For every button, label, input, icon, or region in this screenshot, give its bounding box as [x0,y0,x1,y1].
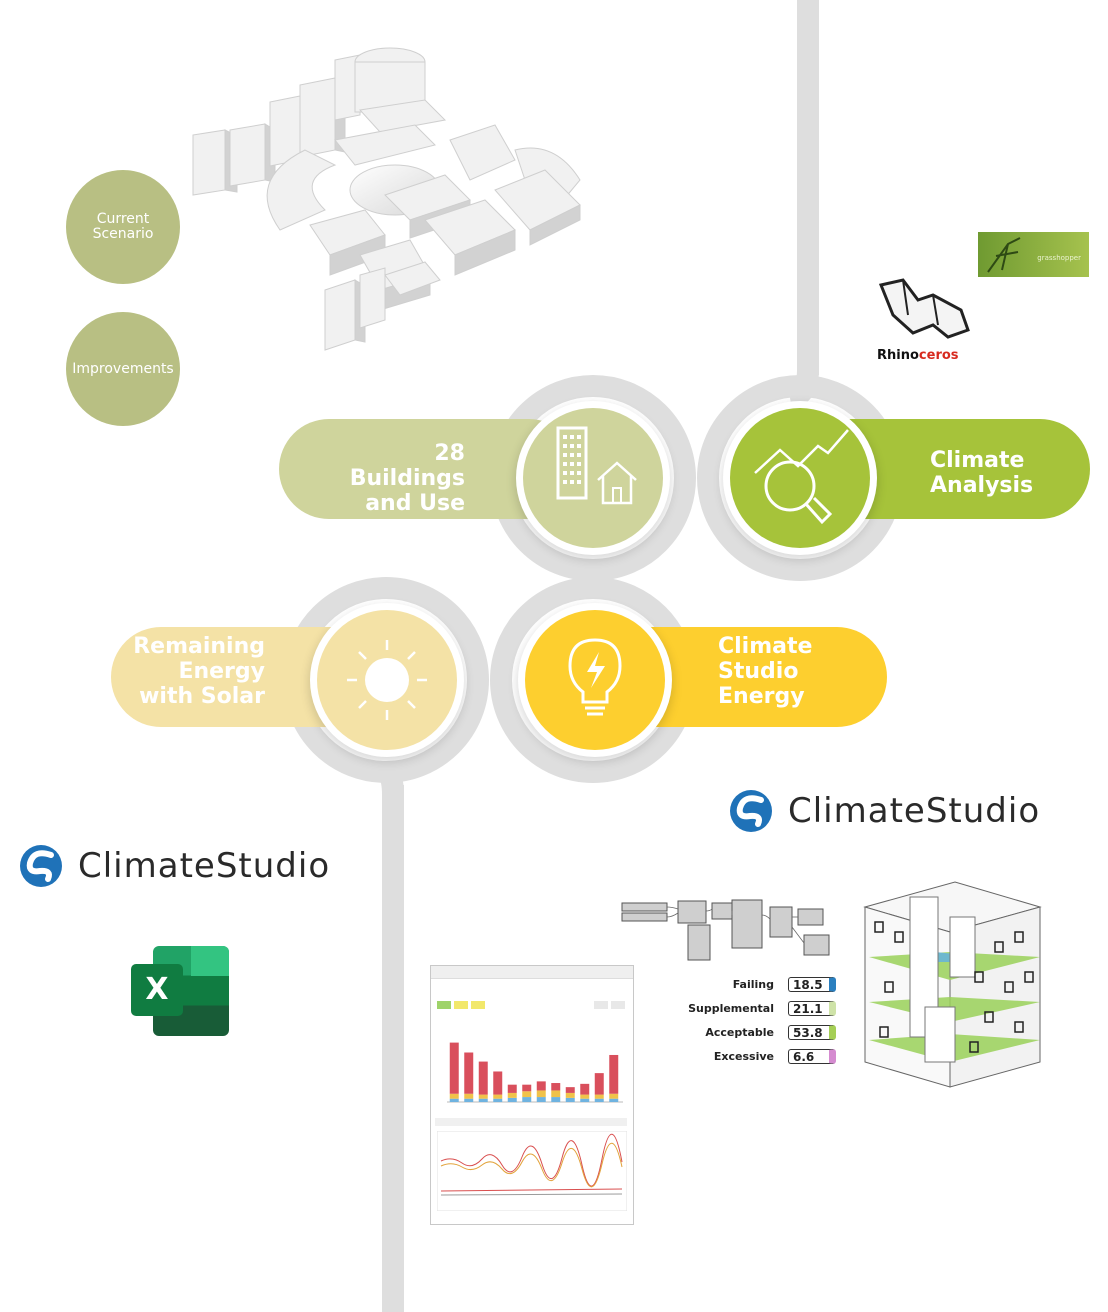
climatestudio-logo-top: ClimateStudio [728,788,1040,834]
legend-label: Excessive [713,1050,774,1063]
excel-logo: X [131,946,231,1036]
bar-jul-series-0 [536,1081,546,1091]
bar-aug-series-0 [551,1083,561,1091]
bar-oct-series-2 [580,1098,590,1102]
climatestudio-wordmark: ClimateStudio [788,791,1041,831]
legend-row: Failing 18.5 [664,977,836,992]
bar-dec-series-0 [609,1054,619,1094]
buildings-step-label: 28 Buildings and Use [349,441,465,516]
buildings-step-icon-button[interactable] [523,408,663,548]
report-toolbar [431,966,633,979]
bar-sep-series-0 [565,1087,575,1093]
bar-apr-series-2 [493,1098,503,1102]
bar-aug-series-1 [551,1090,561,1098]
climatestudio-icon [730,790,772,832]
building-house-icon [556,426,637,505]
bar-dec-series-2 [609,1098,619,1102]
improvements-label: Improvements [72,360,174,377]
bar-nov-series-1 [594,1094,604,1099]
bar-sep-series-1 [565,1092,575,1098]
urban-model-image [192,47,581,351]
bar-oct-series-1 [580,1094,590,1099]
bar-jul-series-1 [536,1090,546,1098]
bar-nov-series-0 [594,1073,604,1095]
remaining-energy-step-label: Remaining Energy with Solar [133,634,265,709]
bar-dec-series-1 [609,1093,619,1099]
bar-may-series-0 [507,1084,517,1093]
bar-jun-series-1 [522,1091,532,1098]
bar-mar-series-2 [478,1098,488,1102]
bar-mar-series-0 [478,1061,488,1095]
legend-label: Acceptable [705,1026,774,1039]
daylight-3d-model-image [863,881,1042,1088]
legend-label: Supplemental [688,1002,774,1015]
climatestudio-logo-left: ClimateStudio [18,843,330,889]
legend-value: 21.1 [788,1001,836,1016]
report-kpi-right [594,1001,625,1009]
bar-jan-series-0 [449,1042,459,1094]
current-scenario-button[interactable]: Current Scenario [66,170,180,284]
bar-aug-series-2 [551,1097,561,1102]
sun-icon [347,640,427,720]
climate-analysis-step-label: Climate Analysis [930,448,1034,498]
remaining-energy-step-icon-button[interactable] [317,610,457,750]
bar-nov-series-2 [594,1098,604,1102]
bar-jul-series-2 [536,1097,546,1102]
bar-apr-series-1 [493,1094,503,1099]
climate-analysis-step-icon-button[interactable] [730,408,870,548]
legend-row: Excessive 6.6 [664,1049,836,1064]
legend-value: 18.5 [788,977,836,992]
improvements-button[interactable]: Improvements [66,312,180,426]
legend-value: 6.6 [788,1049,836,1064]
magnifier-trend-icon [754,429,849,525]
bar-feb-series-2 [464,1098,474,1102]
track-bottom-left [382,785,404,1312]
rhinoceros-logo: Rhinoceros [873,275,973,365]
bar-jun-series-0 [522,1084,532,1092]
rhino-text: Rhino [877,348,919,363]
lightbulb-bolt-icon [568,638,622,716]
legend-label: Failing [732,978,774,991]
climatestudio-wordmark: ClimateStudio [78,846,331,886]
bar-apr-series-0 [493,1071,503,1095]
grasshopper-logo: grasshopper [978,232,1089,277]
rhino-icon [878,278,970,339]
legend-row: Supplemental 21.1 [664,1001,836,1016]
climatestudio-icon [20,845,62,887]
bar-may-series-2 [507,1097,517,1102]
excel-letter: X [131,964,183,1016]
report-section-divider [435,1118,627,1126]
bar-jan-series-1 [449,1093,459,1099]
bar-feb-series-0 [464,1052,474,1094]
climate-studio-energy-step-icon-button[interactable] [525,610,665,750]
track-top-right [797,0,819,375]
grasshopper-icon [987,237,1021,273]
bar-mar-series-1 [478,1094,488,1099]
hourly-load-line-chart [437,1131,627,1211]
legend-value: 53.8 [788,1025,836,1040]
grasshopper-component-graph [621,899,830,961]
bar-jan-series-2 [449,1098,459,1102]
ceros-text: ceros [918,348,959,363]
bar-may-series-1 [507,1092,517,1098]
bar-jun-series-2 [522,1097,532,1102]
monthly-energy-bar-chart [447,1042,623,1103]
climate-studio-energy-step-label: Climate Studio Energy [718,634,813,709]
bar-feb-series-1 [464,1093,474,1099]
current-scenario-label: Current Scenario [92,211,154,242]
report-kpi-row [437,1001,485,1009]
energy-report-window [430,965,634,1225]
bar-oct-series-0 [580,1083,590,1095]
grasshopper-label: grasshopper [1037,254,1081,262]
bar-sep-series-2 [565,1097,575,1102]
legend-row: Acceptable 53.8 [664,1025,836,1040]
